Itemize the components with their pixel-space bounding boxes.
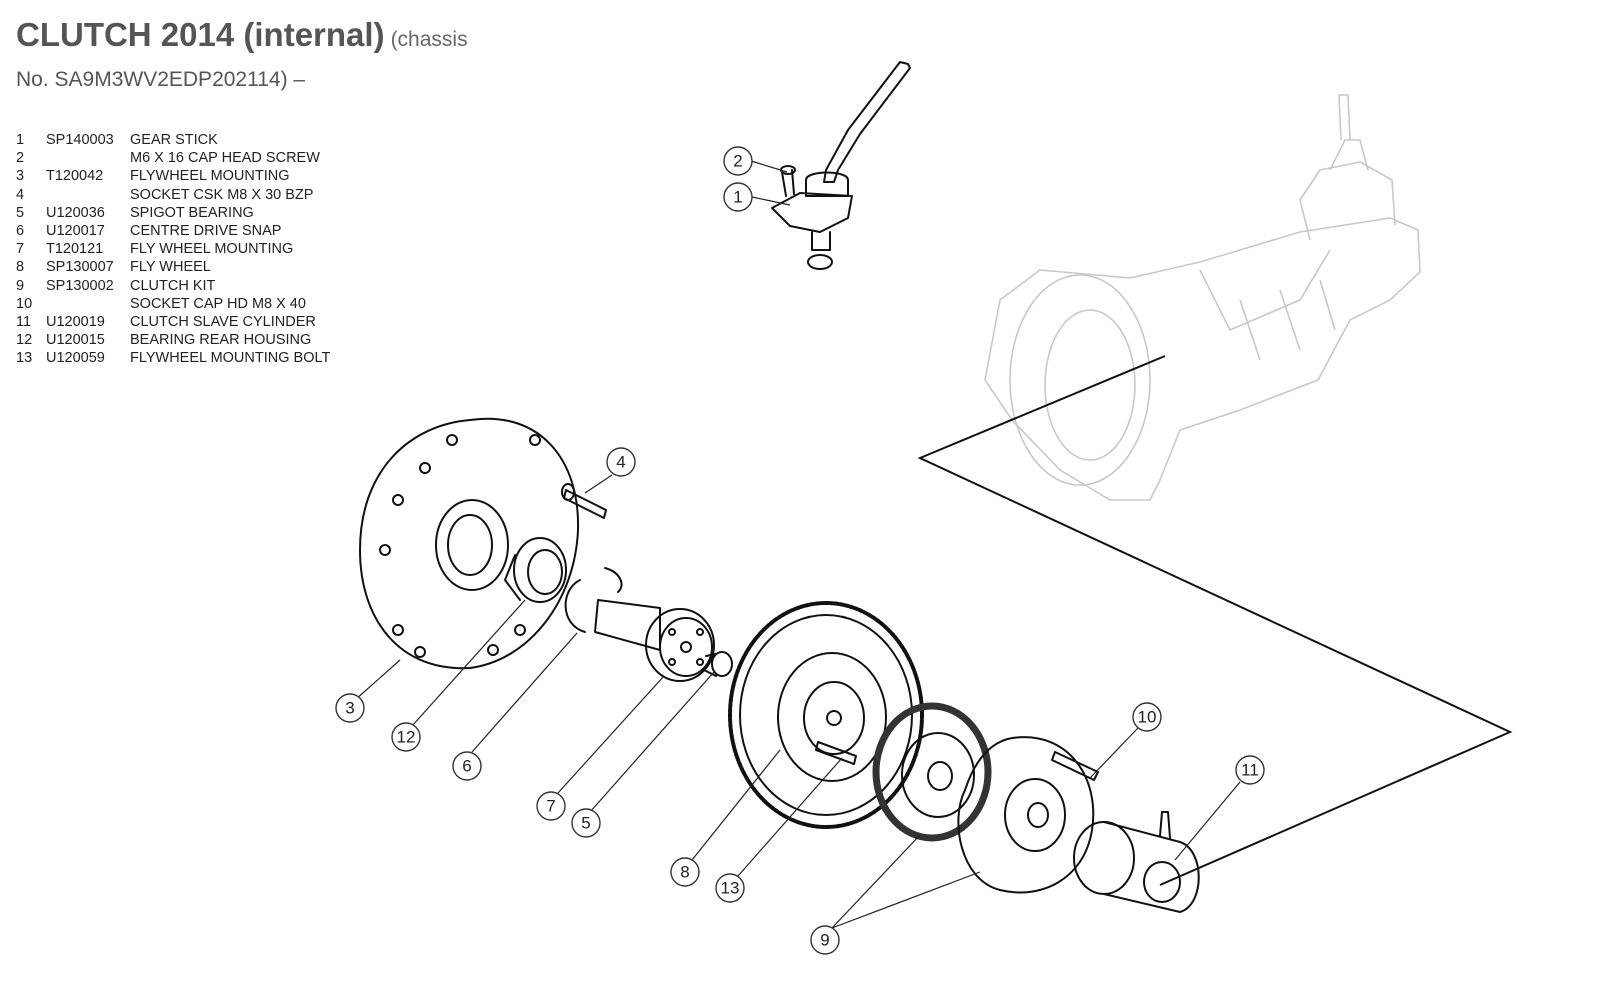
parts-list-row: 4 SOCKET CSK M8 X 30 BZP	[16, 186, 330, 204]
part-number-index: 8	[16, 259, 25, 276]
flywheel-mounting-plate-illustration	[359, 417, 580, 670]
part-number-index: 10	[16, 295, 33, 312]
callout-1-label: 1	[733, 188, 742, 207]
gearbox-ghost-illustration	[984, 94, 1421, 501]
centre-drive-illustration	[594, 599, 715, 682]
callout-9: 9	[810, 925, 840, 955]
part-number-index: 12	[16, 332, 33, 349]
parts-list-row: 9 SP130002 CLUTCH KIT	[16, 277, 330, 295]
part-code: SP130007	[46, 259, 114, 276]
parts-list-row: 8 SP130007 FLY WHEEL	[16, 258, 330, 276]
callout-10-label: 10	[1138, 708, 1157, 727]
part-number-index: 7	[16, 241, 25, 258]
callout-4-label: 4	[616, 453, 625, 472]
part-code: U120019	[46, 313, 105, 330]
callout-5: 5	[571, 808, 601, 838]
callout-5-label: 5	[581, 814, 590, 833]
socket-cap-screw-illustration	[1051, 751, 1099, 781]
callout-12-label: 12	[397, 728, 416, 747]
callout-13: 13	[715, 873, 745, 903]
callout-6: 6	[452, 751, 482, 781]
callout-4: 4	[606, 447, 636, 477]
part-number-index: 4	[16, 186, 25, 203]
callout-11: 11	[1235, 755, 1265, 785]
bearing-housing-illustration	[504, 537, 567, 603]
part-code: U120059	[46, 350, 105, 367]
callout-leader-lines	[354, 160, 1241, 929]
callout-3-label: 3	[345, 699, 354, 718]
part-code: U120017	[46, 222, 105, 239]
part-number-index: 3	[16, 168, 25, 185]
callout-11-label: 11	[1241, 761, 1259, 780]
part-number-index: 11	[16, 313, 32, 330]
gear-stick-illustration	[771, 61, 911, 270]
part-description: CLUTCH KIT	[130, 277, 216, 294]
callout-7-label: 7	[546, 797, 555, 816]
part-code: T120042	[46, 168, 104, 185]
part-code: U120036	[46, 204, 105, 221]
socket-screw-illustration	[561, 483, 607, 519]
callout-8-label: 8	[680, 863, 689, 882]
part-description: SOCKET CAP HD M8 X 40	[130, 295, 306, 312]
parts-list-row: 3 T120042 FLYWHEEL MOUNTING	[16, 167, 330, 185]
part-description: FLY WHEEL MOUNTING	[130, 241, 294, 258]
parts-list-row: 7 T120121 FLY WHEEL MOUNTING	[16, 240, 330, 258]
clutch-disc-illustration	[872, 702, 992, 842]
parts-list-row: 1 SP140003 GEAR STICK	[16, 131, 330, 149]
parts-list-row: 11 U120019 CLUTCH SLAVE CYLINDER	[16, 313, 330, 331]
parts-list-row: 12 U120015 BEARING REAR HOUSING	[16, 331, 330, 349]
part-description: FLYWHEEL MOUNTING BOLT	[130, 350, 331, 367]
part-number-index: 6	[16, 222, 25, 239]
chassis-number: No. SA9M3WV2EDP202114) –	[16, 68, 306, 91]
part-number-index: 13	[16, 350, 33, 367]
connector-lines	[917, 355, 1513, 886]
part-description: CENTRE DRIVE SNAP	[130, 222, 282, 239]
part-description: FLY WHEEL	[130, 259, 211, 276]
callout-12: 12	[391, 722, 421, 752]
slave-cylinder-illustration	[1073, 811, 1200, 913]
callout-13-label: 13	[721, 879, 740, 898]
part-code: SP130002	[46, 277, 114, 294]
flywheel-bolt-illustration	[815, 741, 857, 765]
callout-10: 10	[1132, 702, 1162, 732]
part-description: SOCKET CSK M8 X 30 BZP	[130, 186, 314, 203]
parts-list-row: 13 U120059 FLYWHEEL MOUNTING BOLT	[16, 349, 330, 367]
parts-list-row: 5 U120036 SPIGOT BEARING	[16, 204, 330, 222]
flywheel-illustration	[728, 601, 924, 829]
part-description: BEARING REAR HOUSING	[130, 332, 312, 349]
snap-ring-illustration	[564, 567, 623, 633]
part-code: SP140003	[46, 132, 114, 148]
callout-1: 1	[723, 182, 753, 212]
part-code: T120121	[46, 241, 104, 258]
callout-8: 8	[670, 857, 700, 887]
part-description: CLUTCH SLAVE CYLINDER	[130, 313, 316, 330]
part-number-index: 2	[16, 150, 25, 167]
parts-list-row: 2 M6 X 16 CAP HEAD SCREW	[16, 149, 330, 167]
callout-2: 2	[723, 146, 753, 176]
part-description: SPIGOT BEARING	[130, 204, 254, 221]
callout-3: 3	[335, 693, 365, 723]
parts-list-row: 10 SOCKET CAP HD M8 X 40	[16, 295, 330, 313]
part-code: U120015	[46, 332, 105, 349]
part-description: GEAR STICK	[130, 132, 218, 148]
spigot-bearing-illustration	[703, 651, 733, 677]
part-description: FLYWHEEL MOUNTING	[130, 168, 290, 185]
page-subtitle: (chassis	[390, 28, 468, 51]
part-number-index: 9	[16, 277, 25, 294]
diagram-title-block: CLUTCH 2014 (internal)(chassis	[16, 16, 468, 54]
callout-6-label: 6	[462, 757, 471, 776]
parts-list: 1 SP140003 GEAR STICK 2 M6 X 16 CAP HEAD SCR…	[16, 131, 330, 367]
callout-9-label: 9	[820, 931, 829, 950]
part-number-index: 1	[16, 132, 25, 148]
callout-2-label: 2	[733, 152, 742, 171]
part-description: M6 X 16 CAP HEAD SCREW	[130, 150, 320, 167]
parts-list-row: 6 U120017 CENTRE DRIVE SNAP	[16, 222, 330, 240]
page-title: CLUTCH 2014 (internal)	[16, 16, 385, 53]
part-number-index: 5	[16, 204, 25, 221]
callout-7: 7	[536, 791, 566, 821]
